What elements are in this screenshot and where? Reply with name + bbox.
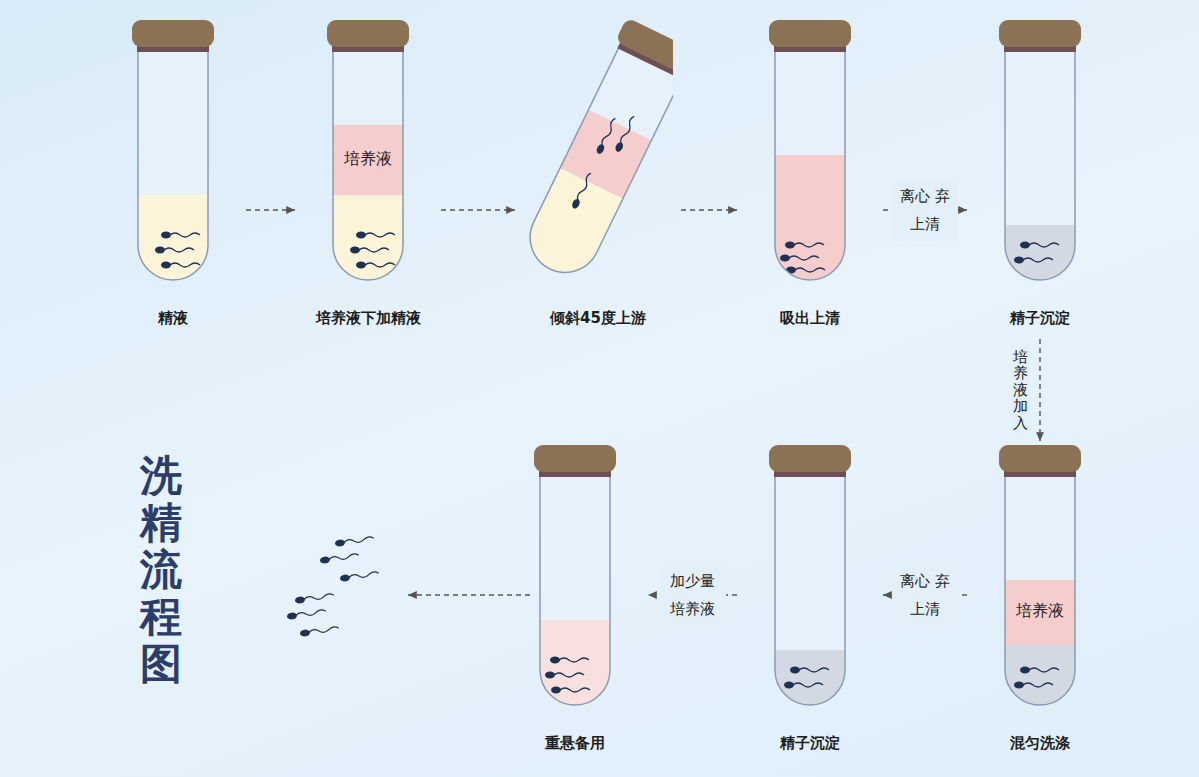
sperm	[780, 255, 819, 262]
sperm	[545, 672, 584, 679]
sperm	[551, 687, 590, 694]
tube-outline	[775, 475, 845, 705]
test-tube: 培养液混匀洗涤	[971, 445, 1109, 760]
sperm	[356, 262, 395, 269]
sperm	[155, 247, 194, 254]
sperm	[571, 172, 594, 210]
tube-cap	[769, 445, 851, 472]
flow-arrow	[1039, 339, 1040, 441]
test-tube: 精子沉淀	[971, 20, 1109, 335]
sperm	[1020, 667, 1059, 674]
edge-label: 离心 弃上清	[892, 180, 958, 241]
sperm	[784, 682, 823, 689]
liquid-layer	[774, 650, 846, 707]
edge-label: 离心 弃上清	[892, 565, 958, 626]
test-tube: 倾斜45度上游	[519, 20, 677, 335]
sperm	[1020, 242, 1059, 249]
flow-arrow	[441, 209, 515, 210]
tube-drawing	[975, 445, 1105, 720]
sperm	[614, 115, 637, 153]
medium-label: 培养液	[971, 601, 1109, 622]
step-caption: 精子沉淀	[741, 734, 879, 753]
tube-cap	[999, 445, 1081, 472]
edge-label: 培养液 加入	[1011, 346, 1030, 435]
sperm	[550, 657, 589, 664]
flow-arrow	[246, 209, 295, 210]
sperm	[356, 232, 395, 239]
step-caption: 培养液下加精液	[299, 309, 437, 328]
test-tube: 精液	[104, 20, 242, 335]
step-caption: 精子沉淀	[971, 309, 1109, 328]
tube-outline	[1005, 50, 1075, 280]
tube-cap	[769, 20, 851, 47]
tube-cap	[999, 20, 1081, 47]
sperm	[595, 117, 618, 155]
tube-outline	[1005, 475, 1075, 705]
test-tube: 精子沉淀	[741, 445, 879, 760]
liquid-layer	[1004, 225, 1076, 282]
diagram-title: 洗精流程图	[140, 452, 182, 687]
sperm	[300, 625, 340, 637]
tube-outline	[540, 475, 610, 705]
sperm	[790, 667, 829, 674]
liquid-layer	[1004, 645, 1076, 707]
step-caption: 倾斜45度上游	[519, 309, 677, 328]
sperm	[785, 242, 824, 249]
tube-drawing	[745, 445, 875, 720]
tube-outline	[138, 50, 208, 280]
sperm	[335, 535, 375, 547]
tube-cap	[327, 20, 409, 47]
sperm	[786, 267, 825, 274]
tube-outline	[775, 50, 845, 280]
sperm	[1014, 682, 1053, 689]
tube-drawing	[975, 20, 1105, 295]
sperm	[295, 592, 335, 604]
tube-cap	[534, 445, 616, 472]
sperm	[161, 262, 200, 269]
tube-drawing	[510, 445, 640, 720]
medium-label: 培养液	[299, 149, 437, 170]
test-tube: 培养液培养液下加精液	[299, 20, 437, 335]
tube-drawing	[523, 20, 673, 295]
sperm	[350, 247, 389, 254]
tube-drawing	[108, 20, 238, 295]
tube-cap	[132, 20, 214, 47]
tube-drawing	[745, 20, 875, 295]
liquid-layer	[774, 155, 846, 282]
sperm-group	[287, 535, 380, 637]
step-caption: 混匀洗涤	[971, 734, 1109, 753]
tube-cap	[615, 20, 673, 77]
step-caption: 精液	[104, 309, 242, 328]
edge-label: 加少量 培养液	[660, 565, 726, 626]
sperm	[287, 608, 327, 620]
test-tube: 吸出上清	[741, 20, 879, 335]
final-arrow	[408, 594, 530, 595]
flow-arrow	[681, 209, 737, 210]
sperm	[1014, 257, 1053, 264]
tube-outline	[523, 47, 673, 284]
step-caption: 重悬备用	[506, 734, 644, 753]
step-caption: 吸出上清	[741, 309, 879, 328]
sperm	[161, 232, 200, 239]
sperm	[320, 552, 360, 564]
test-tube: 重悬备用	[506, 445, 644, 760]
sperm	[340, 570, 380, 582]
